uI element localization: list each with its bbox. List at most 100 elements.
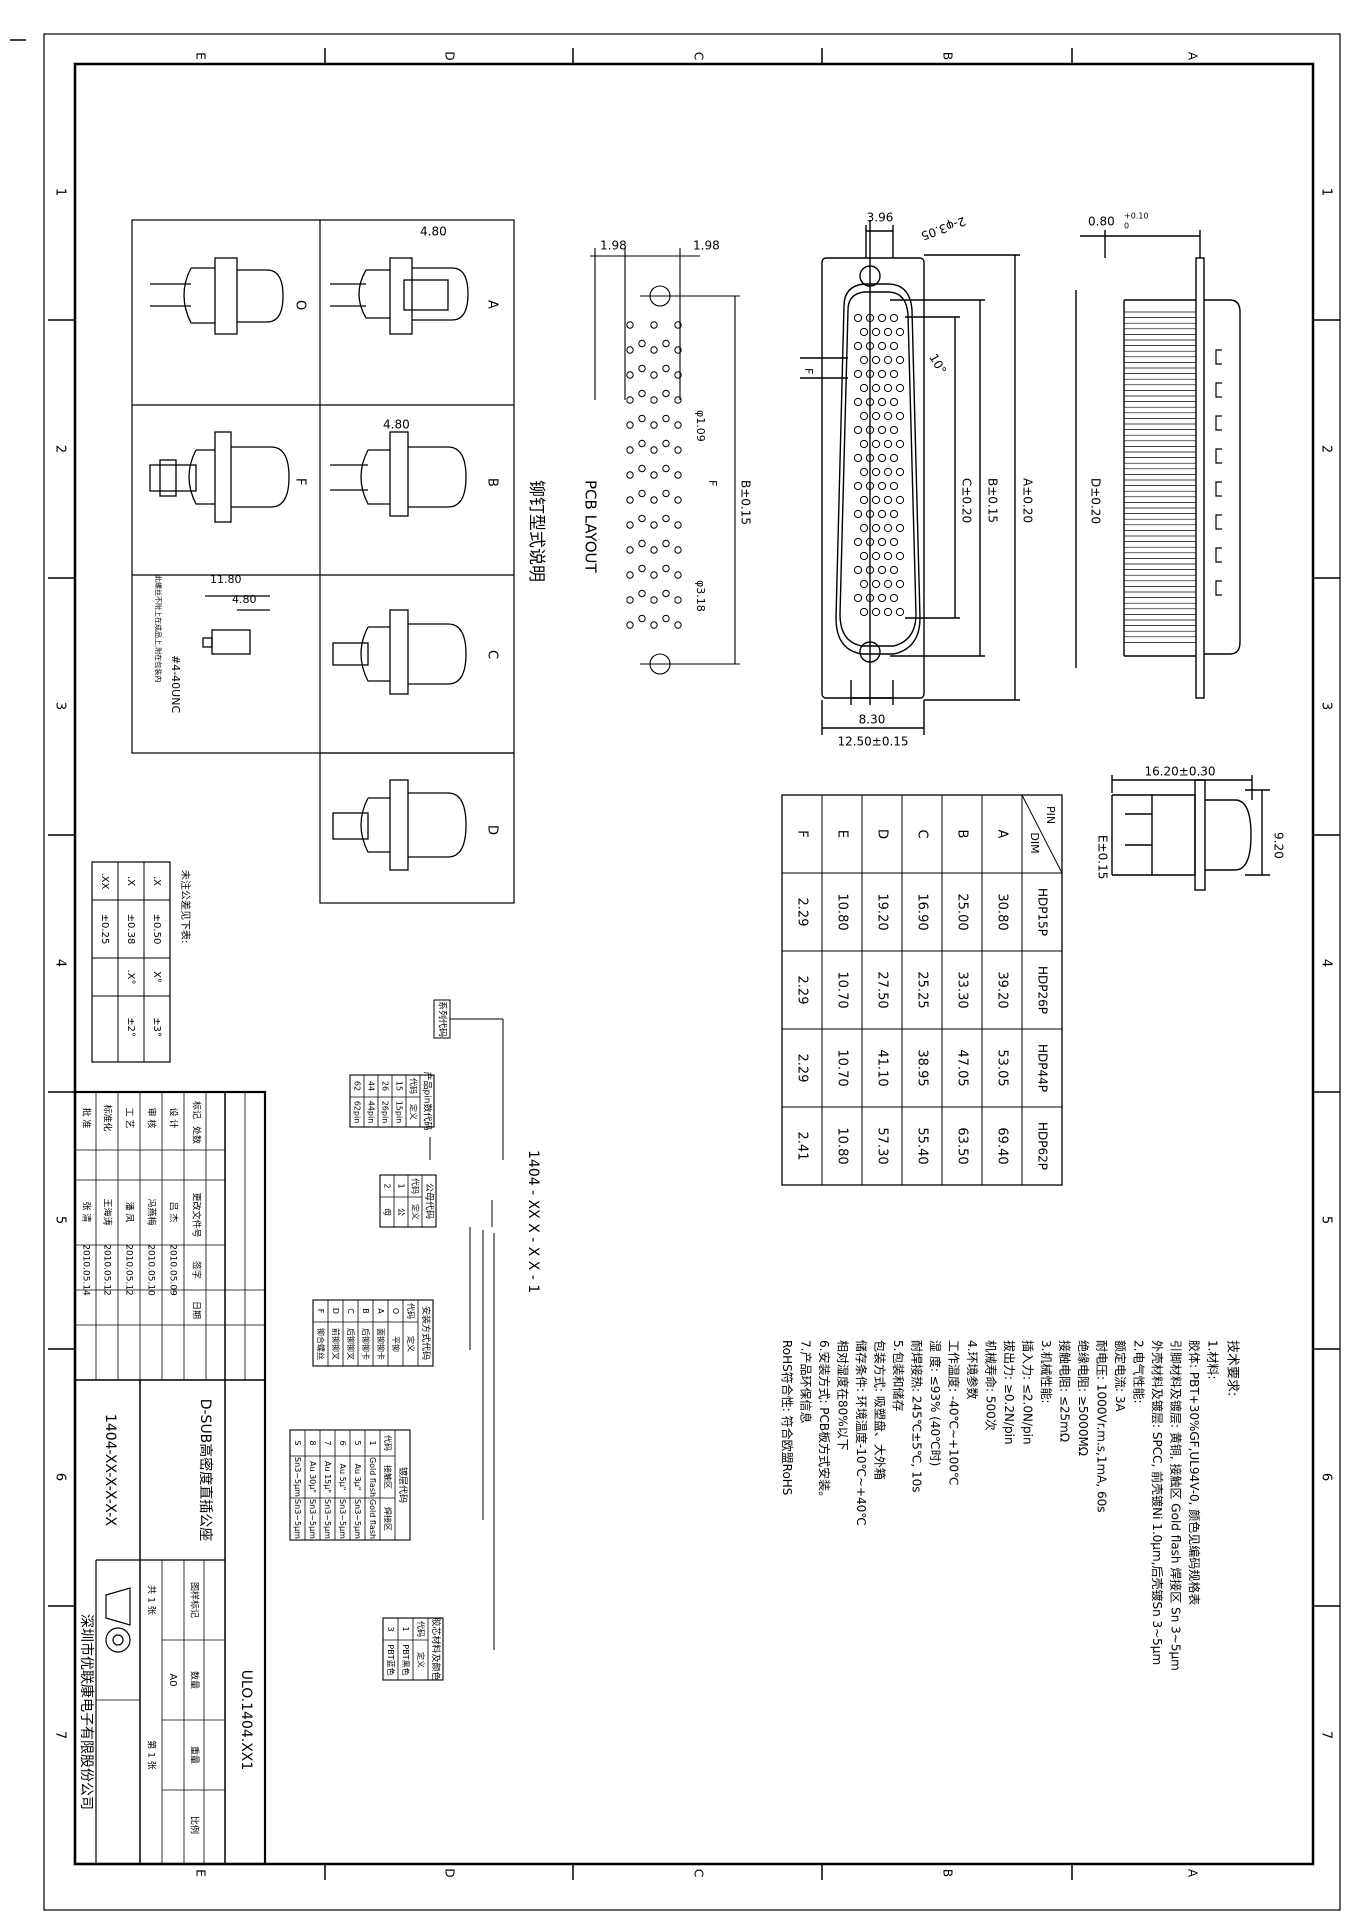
pcb-hole xyxy=(638,564,646,573)
pcb-hole xyxy=(662,364,670,373)
tech-line: 胶体: PBT+30%GF,UL94V-0, 颜色见编码规格表 xyxy=(1187,1340,1202,1605)
table-cell: 2.41 xyxy=(795,1132,810,1161)
tech-line: 外壳材料及镀层: SPCC, 前壳镀Ni 1.0μm,后壳镀Sn 3~5μm xyxy=(1150,1340,1165,1665)
revision-header: 签字 xyxy=(191,1261,203,1279)
plating-table-cell: 6 xyxy=(338,1440,347,1445)
title-label: 重量 xyxy=(189,1746,201,1764)
front-dim: 3.96 xyxy=(867,211,894,225)
table-cell: 69.40 xyxy=(995,1127,1010,1164)
contact-pin xyxy=(889,425,899,435)
contact-pin xyxy=(895,439,905,449)
contact-pin xyxy=(877,481,887,491)
contact-pin xyxy=(877,537,887,547)
contact-pin xyxy=(889,397,899,407)
title-label: 数量 xyxy=(189,1671,201,1689)
signoff-name: 冯燕梅 xyxy=(146,1198,158,1225)
tech-line: 7.产品环保信息 xyxy=(799,1340,814,1423)
part-number-coding: 1404 - XX X - X X - 1系列代码产品pin数代码代码定义151… xyxy=(289,999,541,1681)
contact-pin xyxy=(871,355,881,365)
pcb-hole xyxy=(638,489,646,498)
contact-pin xyxy=(877,425,887,435)
plating-table-cell: Sn3~5μm xyxy=(323,1499,332,1539)
tolerance-cell: .XX xyxy=(99,873,110,890)
contact-pin xyxy=(877,397,887,407)
tech-line: 6.安装方式: PCB板方式安装。 xyxy=(817,1340,832,1503)
contact-pin xyxy=(865,313,875,323)
front-dim: 8.30 xyxy=(859,713,886,727)
pcb-hole xyxy=(650,471,658,479)
contact-pin xyxy=(883,439,893,449)
contact-pin xyxy=(889,593,899,603)
tolerance-table: 未注公差见下表:.X±0.50X°±3°.X±0.38.X°±2°.XX±0.2… xyxy=(91,861,192,1063)
title-label: 图样标记 xyxy=(189,1582,201,1618)
contact-pin xyxy=(877,369,887,379)
contact-pin xyxy=(883,607,893,617)
table-header: HDP26P xyxy=(1036,966,1050,1014)
pcb-hole xyxy=(674,371,682,379)
pcb-hole xyxy=(650,596,658,604)
pcb-hole xyxy=(650,571,658,579)
signoff-role: 批 准 xyxy=(81,1108,93,1129)
table-dim-label: A xyxy=(995,830,1010,839)
pcb-dim: φ3.18 xyxy=(694,580,707,612)
gender-table-cell: 母 xyxy=(383,1208,392,1216)
tech-line: 拔出力: ≥0.2N/pin xyxy=(1002,1340,1017,1445)
pcb-hole xyxy=(638,539,646,548)
side-dim: 0 xyxy=(1124,222,1129,231)
contact-slot xyxy=(1215,481,1222,497)
install-table-cell: 铆合螺丝 xyxy=(316,1328,326,1360)
pcb-hole xyxy=(662,589,670,598)
tech-line: 工作温度: -40℃~+100℃ xyxy=(947,1340,962,1485)
contact-slot xyxy=(1215,349,1222,365)
plating-table-cell: Au 3μ" xyxy=(353,1464,362,1491)
company-name: 深圳市优联康电子有限股份公司 xyxy=(78,1614,95,1810)
zone-number: 4 xyxy=(1319,959,1334,967)
plating-table-cell: Au 15μ" xyxy=(323,1461,332,1493)
contact-pin xyxy=(895,411,905,421)
table-cell: 10.70 xyxy=(835,1049,850,1086)
part-number-code: 1404 - XX X - X X - 1 xyxy=(525,1150,541,1293)
contact-pin xyxy=(877,565,887,575)
pcb-hole xyxy=(638,364,646,373)
pcb-hole xyxy=(626,371,634,379)
side-view-contacts xyxy=(1124,311,1222,643)
pin-table-cell: 15 xyxy=(395,1081,404,1091)
contact-pin xyxy=(889,369,899,379)
front-view-pins xyxy=(853,313,905,617)
zone-letter: C xyxy=(692,1869,706,1877)
table-cell: 33.30 xyxy=(955,971,970,1008)
install-table-header: 定义 xyxy=(406,1336,416,1352)
material-table-cell: 3 xyxy=(386,1626,395,1631)
pin-table-cell: 15pin xyxy=(395,1101,404,1124)
side-view xyxy=(1075,230,1241,699)
contact-pin xyxy=(865,397,875,407)
table-cell: 41.10 xyxy=(875,1049,890,1086)
front-dim: 12.50±0.15 xyxy=(837,735,908,749)
zone-number: 1 xyxy=(53,188,68,196)
rivet-sketches xyxy=(149,257,469,871)
install-table-cell: D xyxy=(331,1308,340,1314)
rivet-note: 此螺丝不附上在成品上,附在包装内 xyxy=(154,575,163,682)
table-cell: 10.80 xyxy=(835,1127,850,1164)
tolerance-cell: .X xyxy=(125,876,136,886)
contact-pin xyxy=(883,327,893,337)
cell-border xyxy=(91,861,171,1063)
pcb-hole xyxy=(626,321,634,329)
pcb-dim: 1.98 xyxy=(693,239,720,253)
table-cell: 19.20 xyxy=(875,893,890,930)
tech-line: 机械寿命: 500次 xyxy=(984,1340,999,1431)
tech-line: 耐焊接热: 245℃±5℃, 10s xyxy=(910,1340,925,1493)
contact-pin xyxy=(889,509,899,519)
table-dim-label: C xyxy=(915,829,930,838)
contact-slot xyxy=(1215,514,1222,530)
pcb-dim: 1.98 xyxy=(600,239,627,253)
side-dim: E±0.15 xyxy=(1096,835,1110,879)
plating-table-cell: Gold flash xyxy=(368,1457,377,1497)
rivet-dim: 4.80 xyxy=(383,418,410,432)
pcb-hole xyxy=(638,389,646,398)
front-dim: B±0.15 xyxy=(986,478,1000,523)
tech-line: 额定电流: 3A xyxy=(1113,1340,1128,1412)
